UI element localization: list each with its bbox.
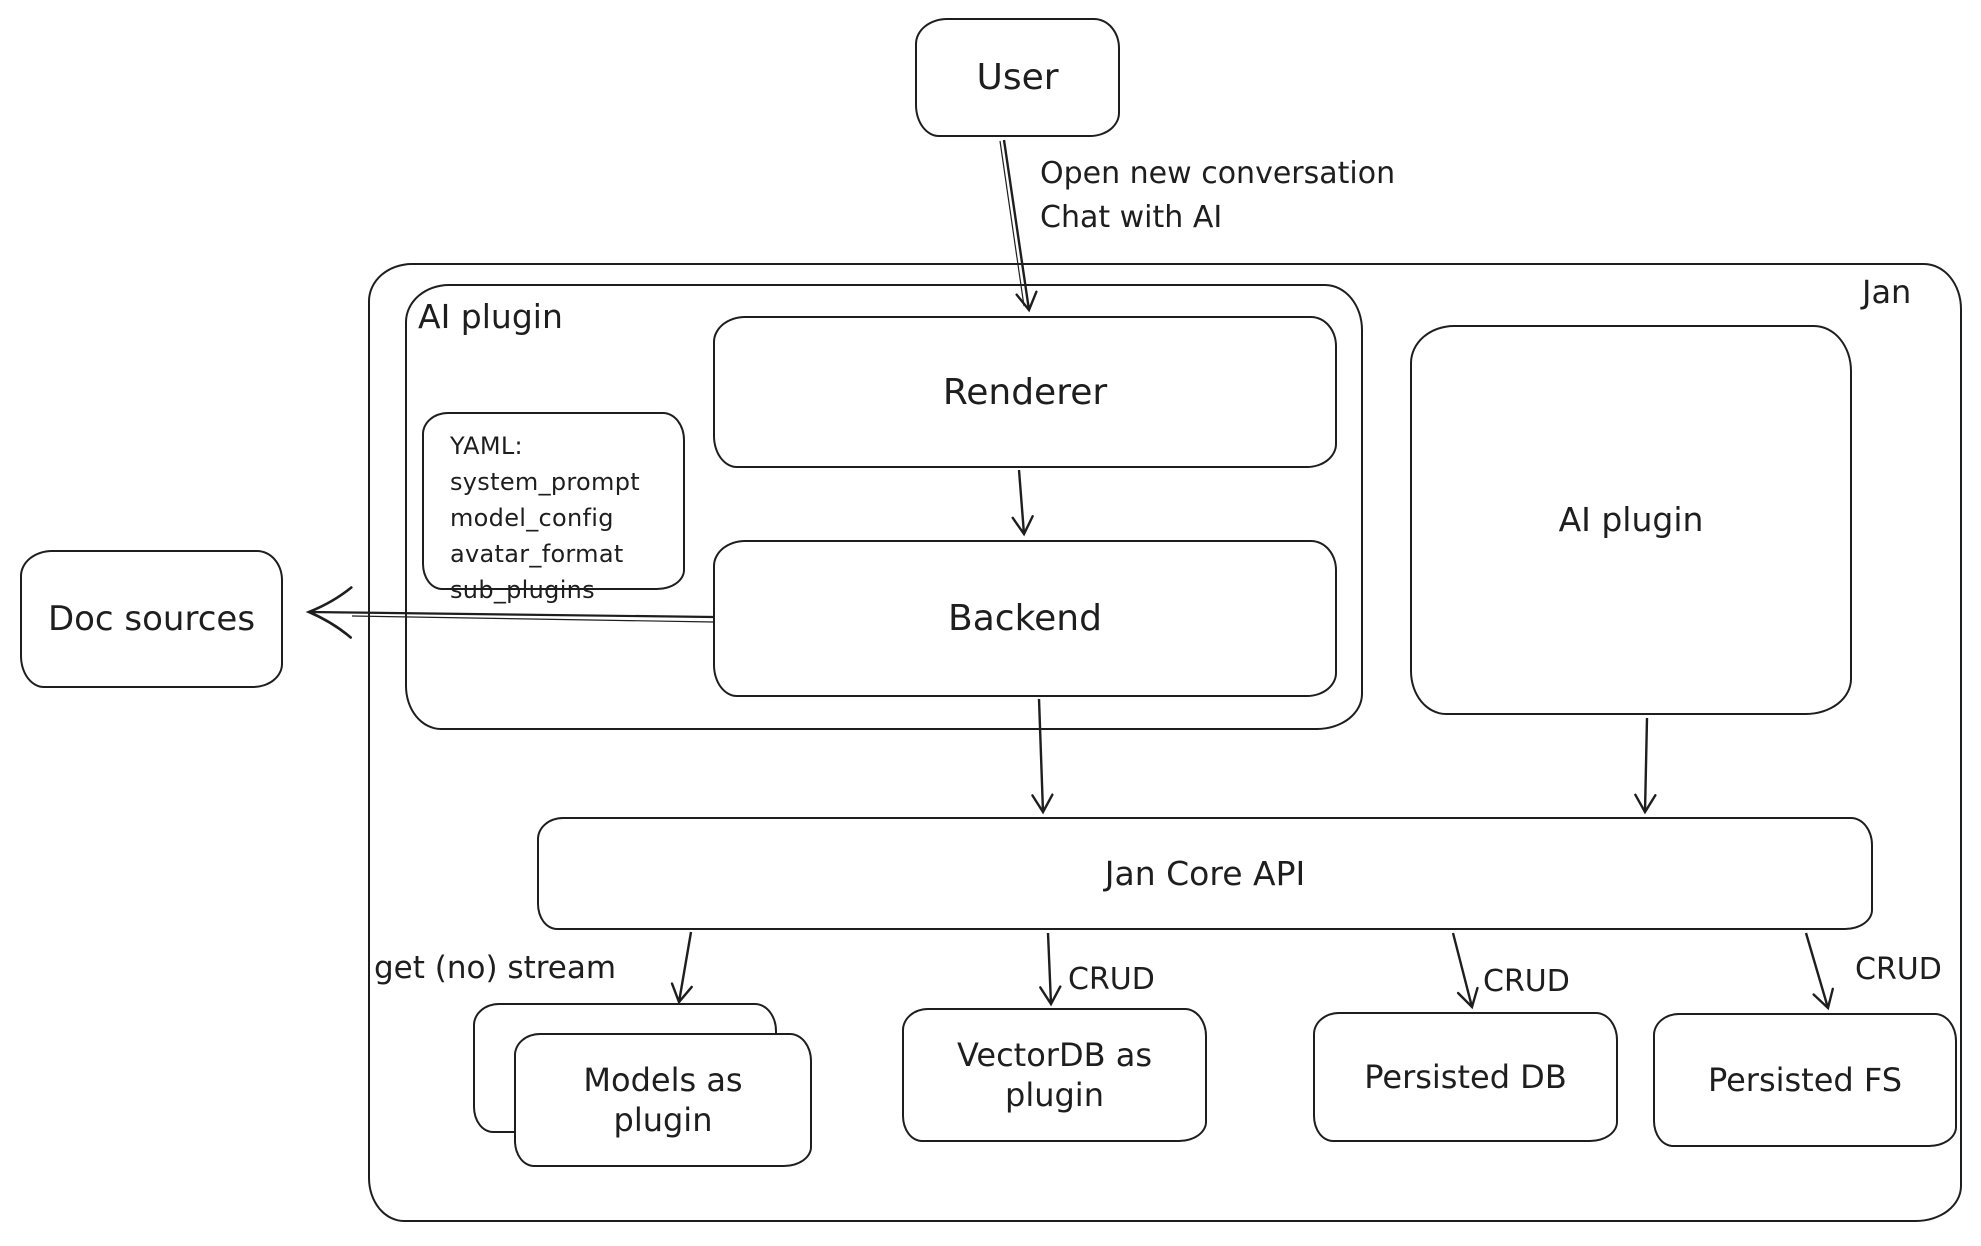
ai-plugin-right-node: AI plugin xyxy=(1410,325,1852,715)
jan-container-label: Jan xyxy=(1862,273,1912,311)
vectordb-node: VectorDB as plugin xyxy=(902,1008,1207,1142)
renderer-node: Renderer xyxy=(713,316,1337,468)
ai-plugin-right-label: AI plugin xyxy=(1558,500,1704,540)
ai-plugin-left-label: AI plugin xyxy=(418,297,563,336)
ai-plugin-left-container xyxy=(405,284,1363,730)
yaml-note-text: YAML: system_prompt model_config avatar_… xyxy=(450,432,640,604)
persisted-db-label: Persisted DB xyxy=(1364,1058,1567,1096)
yaml-note: YAML: system_prompt model_config avatar_… xyxy=(422,412,685,604)
user-label: User xyxy=(976,57,1059,98)
edge-label-get-no-stream: get (no) stream xyxy=(374,950,617,986)
jan-core-api-node: Jan Core API xyxy=(537,817,1873,930)
user-node: User xyxy=(915,18,1120,137)
persisted-fs-node: Persisted FS xyxy=(1653,1013,1957,1147)
models-as-plugin-label: Models as plugin xyxy=(583,1061,743,1139)
edge-label-open-conversation: Open new conversation Chat with AI xyxy=(1040,156,1396,235)
edge-label-crud-persisted-db: CRUD xyxy=(1483,964,1570,999)
persisted-db-node: Persisted DB xyxy=(1313,1012,1618,1142)
backend-node: Backend xyxy=(713,540,1337,697)
vectordb-label: VectorDB as plugin xyxy=(956,1036,1152,1114)
jan-container xyxy=(368,263,1962,1222)
backend-label: Backend xyxy=(948,598,1102,639)
renderer-label: Renderer xyxy=(942,371,1108,413)
jan-core-api-label: Jan Core API xyxy=(1104,853,1306,893)
edge-label-crud-persisted-fs: CRUD xyxy=(1855,952,1942,987)
edge-label-crud-vectordb: CRUD xyxy=(1068,962,1155,997)
models-as-plugin-node: Models as plugin xyxy=(514,1033,812,1167)
doc-sources-node: Doc sources xyxy=(20,550,283,688)
doc-sources-label: Doc sources xyxy=(47,598,256,639)
persisted-fs-label: Persisted FS xyxy=(1707,1061,1903,1099)
